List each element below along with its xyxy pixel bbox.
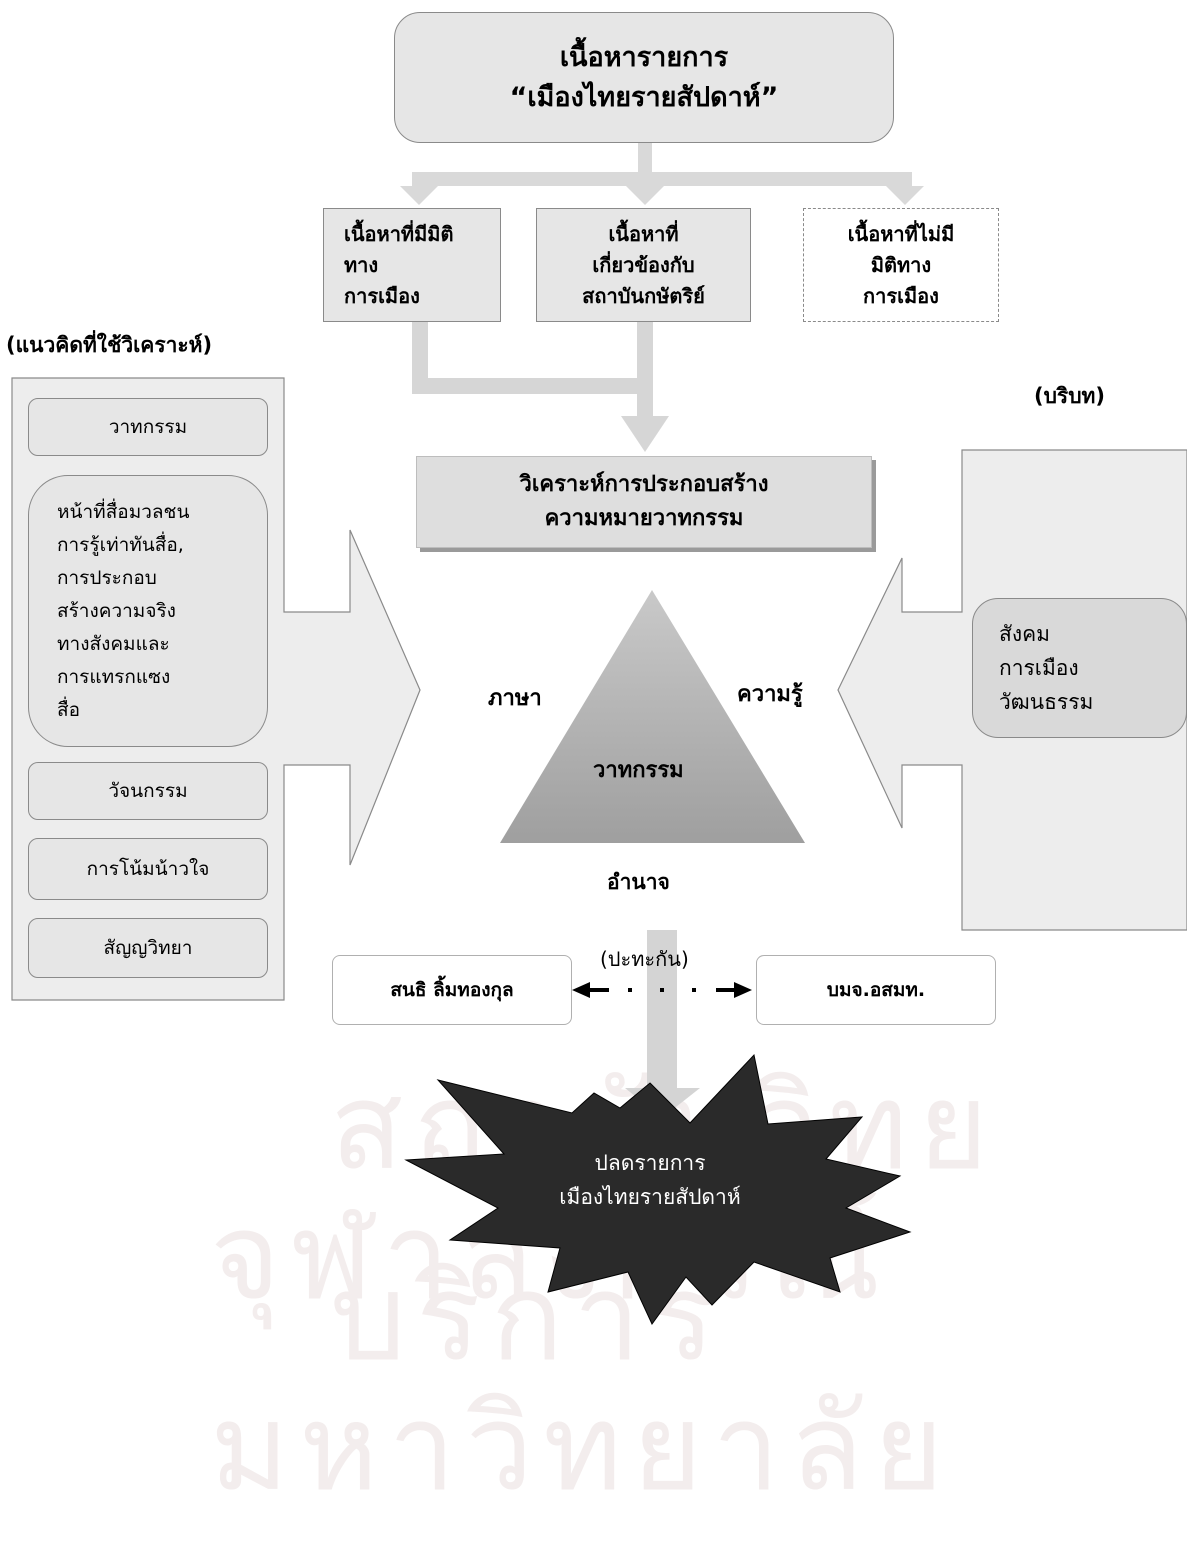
context-text: สังคม การเมือง วัฒนธรรม (999, 622, 1094, 714)
concept-persuasion: การโน้มน้าวใจ (28, 838, 268, 900)
concept-semiology-label: สัญญวิทยา (103, 937, 193, 959)
title-line-1: เนื้อหารายการ (559, 41, 729, 73)
triangle-right-label: ความรู้ (737, 682, 803, 707)
non-political-content-box: เนื้อหาที่ไม่มี มิติทาง การเมือง (803, 208, 999, 322)
conflict-left-text: สนธิ ลิ้มทองกุล (390, 979, 514, 1001)
result-text-box: ปลดรายการ เมืองไทยรายสัปดาห์ (500, 1140, 800, 1220)
concept-speech-act-label: วัจนกรรม (108, 780, 188, 802)
political-content-text: เนื้อหาที่มีมิติ ทาง การเมือง (344, 221, 454, 308)
title-box: เนื้อหารายการ “เมืองไทยรายสัปดาห์” (394, 12, 894, 143)
concept-discourse-label: วาทกรรม (108, 416, 188, 438)
context-box: สังคม การเมือง วัฒนธรรม (972, 598, 1187, 738)
concepts-heading: (แนวคิดที่ใช้วิเคราะห์) (6, 333, 213, 357)
non-political-content-text: เนื้อหาที่ไม่มี มิติทาง การเมือง (847, 221, 955, 308)
concept-semiology: สัญญวิทยา (28, 918, 268, 978)
result-text: ปลดรายการ เมืองไทยรายสัปดาห์ (559, 1151, 741, 1209)
analysis-text: วิเคราะห์การประกอบสร้าง ความหมายวาทกรรม (519, 472, 769, 531)
conflict-label: (ปะทะกัน) (600, 947, 689, 971)
concept-speech-act: วัจนกรรม (28, 762, 268, 820)
triangle-left-label: ภาษา (488, 686, 542, 711)
conflict-left-box: สนธิ ลิ้มทองกุล (332, 955, 572, 1025)
conflict-right-box: บมจ.อสมท. (756, 955, 996, 1025)
concept-discourse: วาทกรรม (28, 398, 268, 456)
context-heading: (บริบท) (1034, 384, 1105, 408)
political-content-box: เนื้อหาที่มีมิติ ทาง การเมือง (323, 208, 501, 322)
concept-media-function-label: หน้าที่สื่อมวลชน การรู้เท่าทันสื่อ, การป… (57, 500, 190, 721)
triangle-center-label: วาทกรรม (593, 758, 684, 783)
concept-media-function: หน้าที่สื่อมวลชน การรู้เท่าทันสื่อ, การป… (28, 475, 268, 747)
concept-persuasion-label: การโน้มน้าวใจ (86, 858, 210, 880)
title-line-2: “เมืองไทยรายสัปดาห์” (509, 81, 779, 113)
conflict-right-text: บมจ.อสมท. (826, 979, 926, 1001)
analysis-box: วิเคราะห์การประกอบสร้าง ความหมายวาทกรรม (416, 456, 872, 548)
monarchy-content-box: เนื้อหาที่ เกี่ยวข้องกับ สถาบันกษัตริย์ (536, 208, 751, 322)
triangle-bottom-label: อำนาจ (607, 870, 670, 894)
monarchy-content-text: เนื้อหาที่ เกี่ยวข้องกับ สถาบันกษัตริย์ (582, 221, 705, 308)
